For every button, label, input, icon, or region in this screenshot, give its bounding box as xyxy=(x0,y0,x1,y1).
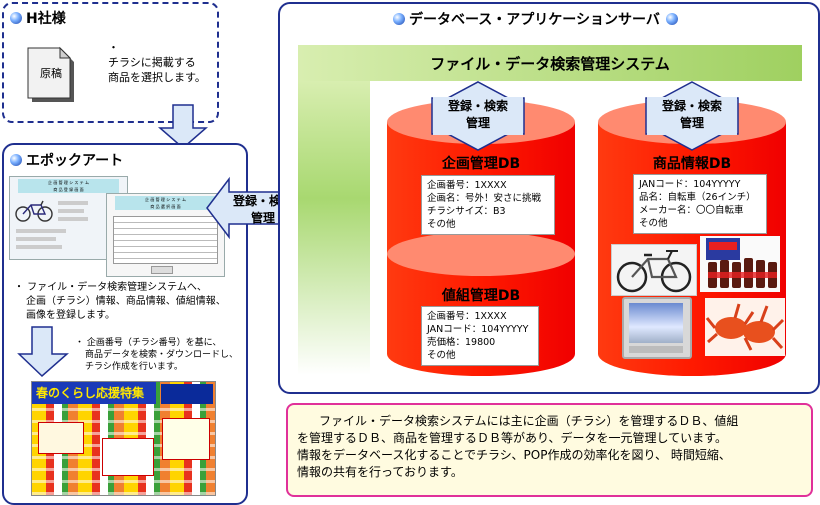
epoch-panel-title: エポックアート xyxy=(10,150,123,170)
registration-screen-header: 企 画 管 理 シ ス テ ム 商 品 登 録 画 面 xyxy=(18,179,119,193)
product-db-arrow-label: 登録・検索 管理 xyxy=(661,99,722,130)
middle-arrow-label: 登録・検索 管理 xyxy=(232,194,293,225)
crab-photo xyxy=(705,298,785,356)
selection-screen-header: 企 画 管 理 シ ス テ ム 商 品 選 択 画 面 xyxy=(115,196,216,210)
bullet-icon xyxy=(10,12,22,24)
bicycle-icon xyxy=(616,250,692,293)
plan-db-arrow-label: 登録・検索 管理 xyxy=(447,99,508,130)
product-db-double-arrow xyxy=(645,81,739,151)
bullet-icon xyxy=(665,13,678,25)
system-frame-left xyxy=(298,81,370,375)
flyer-banner: 春のくらし応援特集 xyxy=(32,382,156,404)
plan-db-info: 企画番号：1XXXX 企画名：号外！安さに挑戦 チラシサイズ：B3 その他 xyxy=(421,175,555,235)
summary-text: ファイル・データ検索システムには主に企画（チラシ）を管理するＤＢ、値組 を管理す… xyxy=(297,414,739,479)
server-panel-title: データベース・アプリケーションサーバ xyxy=(393,9,682,29)
bicycle-photo xyxy=(611,244,697,296)
epoch-description: ・ ファイル・データ検索管理システムへ、 企画（チラシ）情報、商品情報、値組情報… xyxy=(14,282,226,321)
epoch-download-note: ・ 企画番号（チラシ番号）を基に、 商品データを検索・ダウンロードし、 チラシ作… xyxy=(75,338,239,372)
product-db-info: JANコード：104YYYYY 品名：自転車（26インチ） メーカー名：〇〇自転… xyxy=(633,174,767,234)
crab-icon xyxy=(705,303,785,351)
bottles-icon xyxy=(706,238,777,288)
document-icon xyxy=(27,46,74,102)
summary-box xyxy=(286,403,813,497)
plan-db-title: 企画管理DB xyxy=(441,156,521,172)
client-panel-title: H社様 xyxy=(10,8,66,28)
down-arrow-client-to-epoch xyxy=(158,104,208,149)
down-arrow-to-flyer xyxy=(17,326,69,378)
selection-screen-thumbnail: 企 画 管 理 シ ス テ ム 商 品 選 択 画 面 xyxy=(106,193,225,277)
client-note: ・ チラシに掲載する 商品を選択します。 xyxy=(108,41,206,84)
product-db-title: 商品情報DB xyxy=(652,156,732,172)
bicycle-thumbnail-icon xyxy=(15,200,53,222)
price-db-title: 値組管理DB xyxy=(441,288,521,304)
plan-db-double-arrow xyxy=(431,81,525,151)
document-label: 原稿 xyxy=(40,67,62,80)
bullet-icon xyxy=(393,13,405,25)
system-frame-top xyxy=(298,45,802,81)
drink-bottles-photo xyxy=(700,236,780,292)
system-title: ファイル・データ検索管理システム xyxy=(430,55,670,73)
bullet-icon xyxy=(10,154,22,166)
flyer-image: 春のくらし応援特集 xyxy=(31,381,216,496)
price-db-info: 企画番号：1XXXX JANコード：104YYYYY 売価格：19800 その他 xyxy=(421,306,539,366)
television-photo xyxy=(622,297,692,359)
